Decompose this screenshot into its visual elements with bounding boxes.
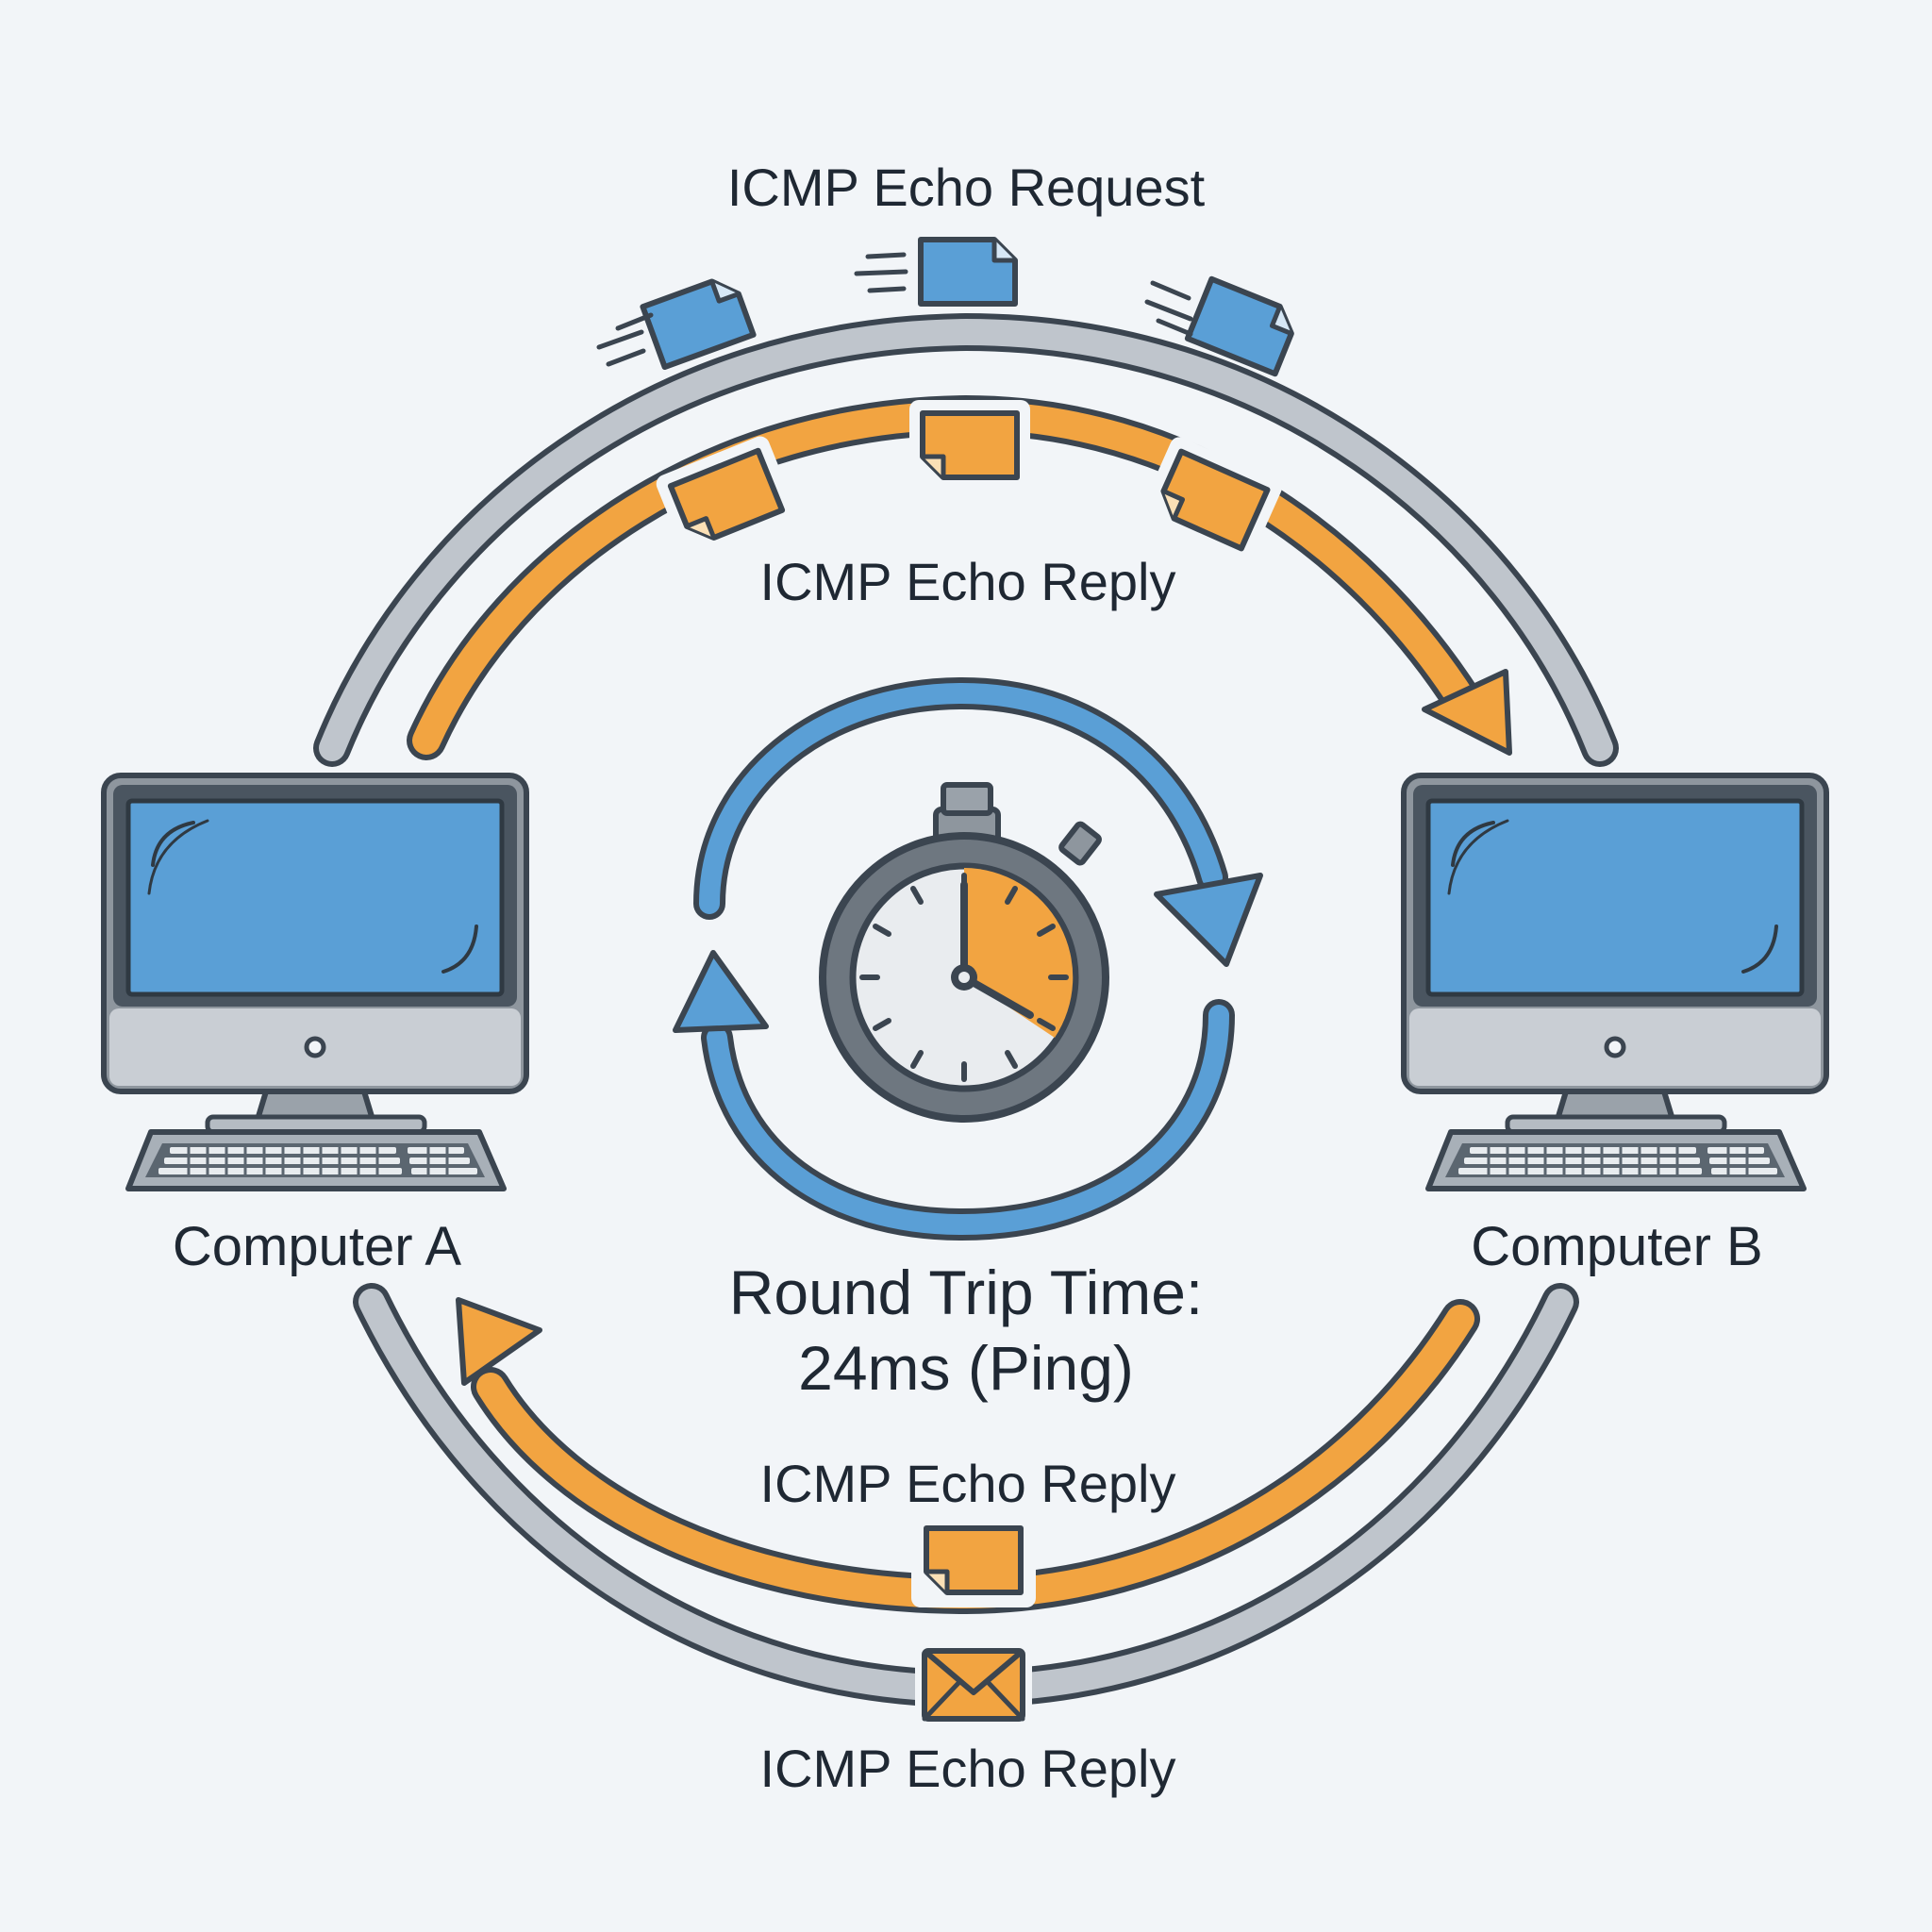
stopwatch-icon: [819, 782, 1109, 1123]
reply-packet-upper-center: [909, 400, 1030, 491]
computer-a: [104, 775, 526, 1189]
rtt-line-1: Round Trip Time:: [728, 1257, 1204, 1327]
echo-request-label: ICMP Echo Request: [726, 158, 1206, 217]
echo-reply-label-upper: ICMP Echo Reply: [759, 552, 1176, 611]
reply-packet-upper-left: [656, 436, 797, 560]
computer-b-label: Computer B: [1471, 1216, 1763, 1277]
echo-reply-label-bottom: ICMP Echo Reply: [759, 1739, 1176, 1798]
reply-packet-upper-right: [1141, 437, 1282, 563]
request-track: [313, 312, 1619, 767]
computer-a-label: Computer A: [172, 1216, 462, 1277]
speed-lines-center: [854, 252, 908, 293]
request-packet-center: [921, 240, 1015, 304]
echo-reply-label-lower: ICMP Echo Reply: [759, 1454, 1176, 1513]
speed-lines-right: [1144, 280, 1193, 337]
cycle-arrow-bottom: [673, 950, 1235, 1241]
rtt-line-2: 24ms (Ping): [798, 1333, 1134, 1403]
reply-packet-bottom: [911, 1513, 1036, 1607]
cycle-arrow-top: [693, 676, 1263, 967]
envelope-icon: [915, 1641, 1032, 1728]
speed-lines-left: [596, 312, 654, 367]
computer-b: [1404, 775, 1826, 1189]
